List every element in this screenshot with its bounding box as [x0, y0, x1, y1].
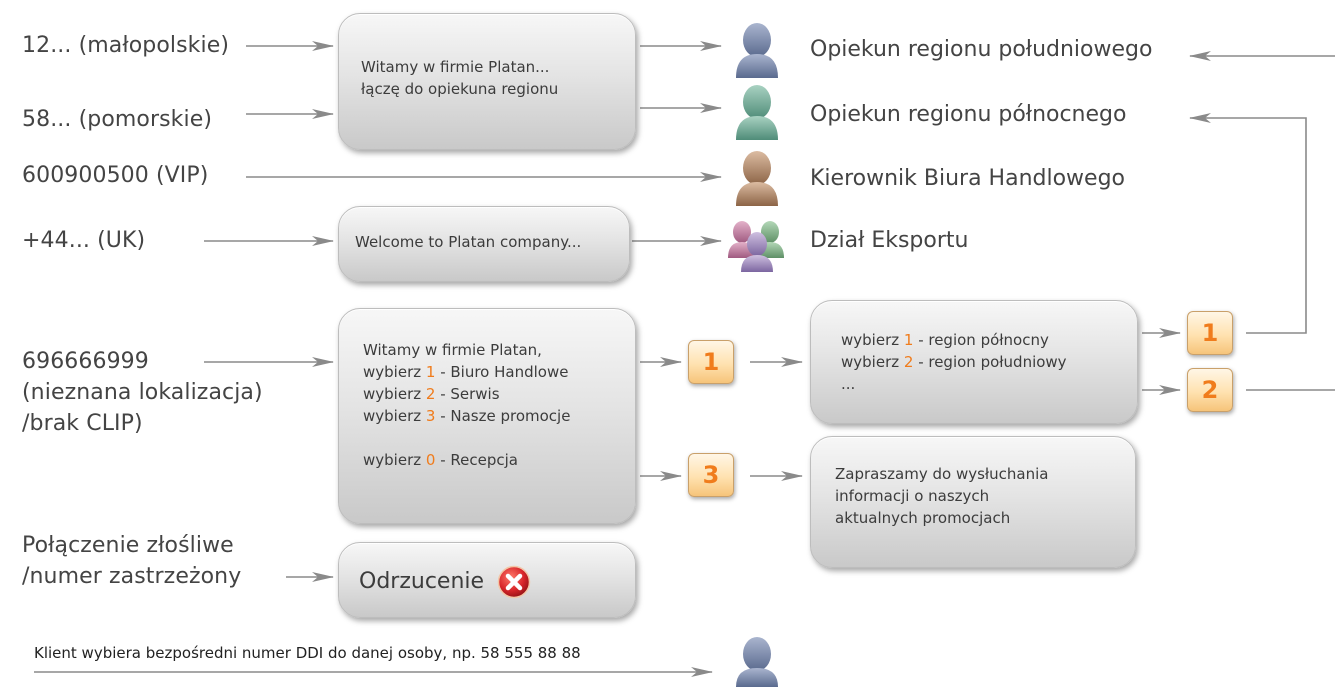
welcome-pl-box: Witamy w firmie Platan... łączę do opiek…	[338, 13, 636, 150]
dest-manager: Kierownik Biura Handlowego	[810, 166, 1126, 191]
source-unknown: 696666999 (nieznana lokalizacja) /brak C…	[22, 349, 263, 436]
ivr-option-2: wybierz 2 - Serwis	[363, 385, 500, 403]
arrow-key1-to-north	[1189, 113, 1307, 334]
ivr-region-box: wybierz 1 - region północny wybierz 2 - …	[810, 300, 1138, 424]
reject-label: Odrzucenie	[359, 569, 485, 594]
key-region-2: 2	[1187, 368, 1233, 412]
dest-south: Opiekun regionu południowego	[810, 37, 1153, 62]
dest-north: Opiekun regionu północnego	[810, 102, 1127, 127]
source-malopolskie: 12... (małopolskie)	[22, 33, 230, 58]
dest-export: Dział Eksportu	[810, 228, 969, 253]
region-option-2: wybierz 2 - region południowy	[841, 353, 1067, 371]
ivr-main-box: Witamy w firmie Platan, wybierz 1 - Biur…	[338, 308, 636, 524]
welcome-uk-box: Welcome to Platan company...	[338, 206, 630, 282]
source-pomorskie: 58... (pomorskie)	[22, 107, 213, 132]
source-malicious: Połączenie złośliwe /numer zastrzeżony	[22, 533, 242, 589]
ivr-option-0: wybierz 0 - Recepcja	[363, 451, 518, 469]
source-uk: +44... (UK)	[22, 228, 146, 253]
key-region-1: 1	[1187, 311, 1233, 355]
source-vip: 600900500 (VIP)	[22, 163, 209, 188]
reject-box: Odrzucenie	[338, 542, 636, 618]
region-option-1: wybierz 1 - region północny	[841, 331, 1049, 349]
ivr-option-3: wybierz 3 - Nasze promocje	[363, 407, 571, 425]
ddi-note: Klient wybiera bezpośredni numer DDI do …	[34, 644, 581, 662]
ivr-option-1: wybierz 1 - Biuro Handlowe	[363, 363, 569, 381]
reject-icon	[497, 565, 531, 599]
key-main-3: 3	[688, 453, 734, 497]
key-main-1: 1	[688, 340, 734, 384]
promo-box: Zapraszamy do wysłuchania informacji o n…	[810, 436, 1136, 568]
